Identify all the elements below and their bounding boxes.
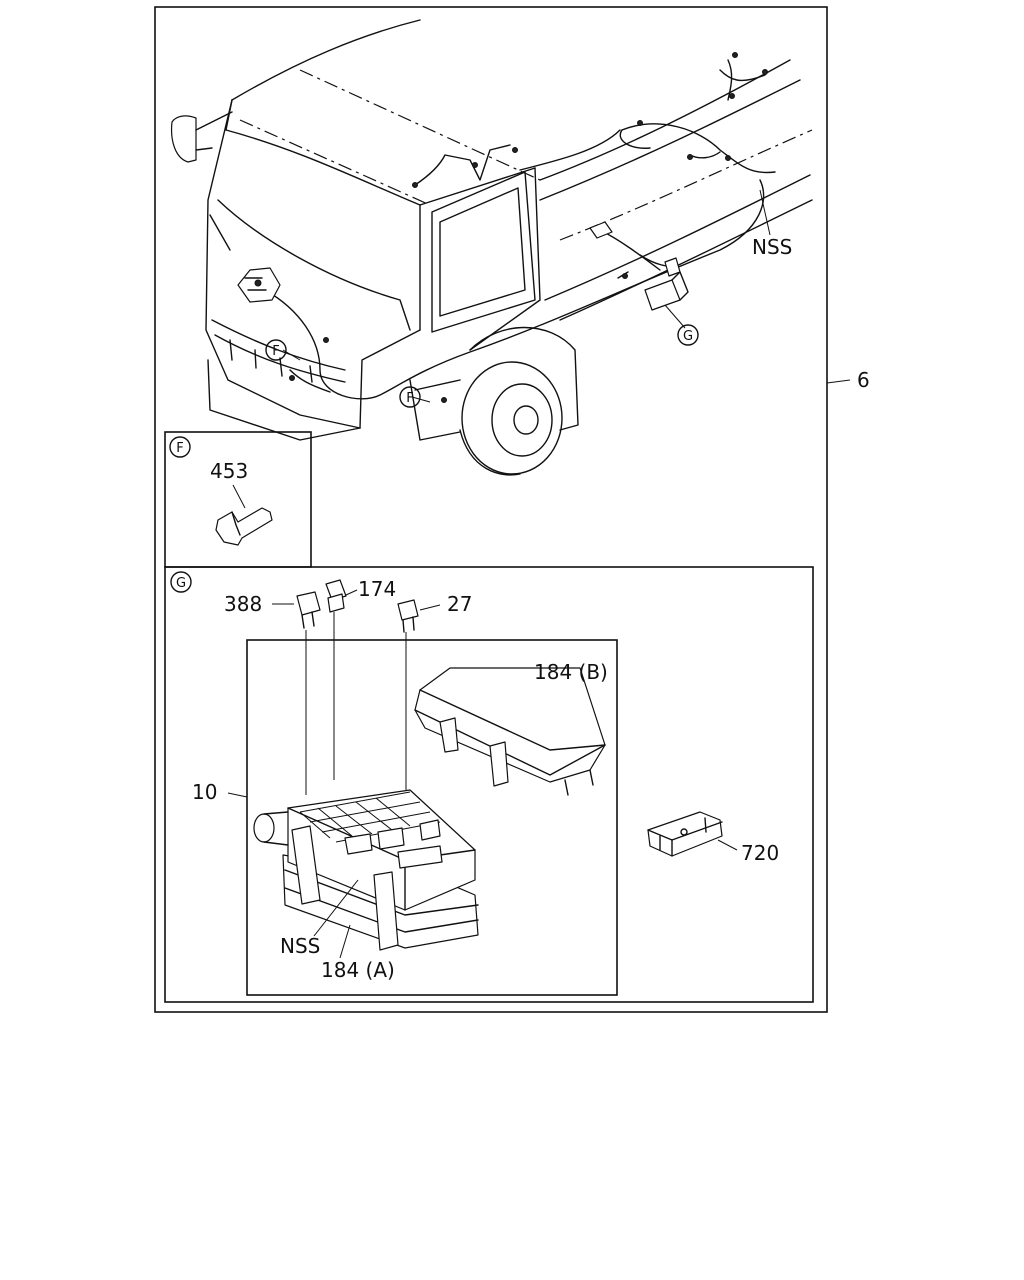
part-388-label: 388 xyxy=(224,592,262,616)
relay-box-10-icon xyxy=(253,789,479,951)
part-184a-label: 184 (A) xyxy=(321,958,395,982)
bracket-720-icon xyxy=(647,811,723,857)
callout-f-2: F xyxy=(399,386,421,408)
part-10-label: 10 xyxy=(192,780,217,804)
part-184b-label: 184 (B) xyxy=(534,660,608,684)
part-720-label: 720 xyxy=(741,841,779,865)
relay-388-icon xyxy=(296,591,321,629)
cover-184b-icon xyxy=(414,667,606,796)
assembly-number-label: 6 xyxy=(857,368,870,392)
part-453-label: 453 xyxy=(210,459,248,483)
inset-g: G 388 174 27 xyxy=(164,566,814,1003)
fuse-27-icon xyxy=(397,599,419,633)
nss-bottom-label: NSS xyxy=(280,934,320,958)
harness-nss-top-label: NSS xyxy=(752,235,792,259)
part-174-label: 174 xyxy=(358,577,396,601)
relay-174-icon xyxy=(325,579,347,613)
callout-f-1-label: F xyxy=(272,344,279,359)
callout-g-top-label: G xyxy=(683,329,693,344)
clip-453-icon xyxy=(215,507,273,546)
callout-g-top: G xyxy=(677,324,699,346)
inset-g-tag: G xyxy=(176,576,186,591)
inset-f: F 453 xyxy=(164,431,312,568)
part-27-label: 27 xyxy=(447,592,472,616)
inset-f-tag: F xyxy=(176,441,183,456)
callout-f-2-label: F xyxy=(406,391,413,406)
callout-f-1: F xyxy=(265,339,287,361)
truck-illustration xyxy=(170,19,813,476)
outer-frame xyxy=(154,6,828,1013)
